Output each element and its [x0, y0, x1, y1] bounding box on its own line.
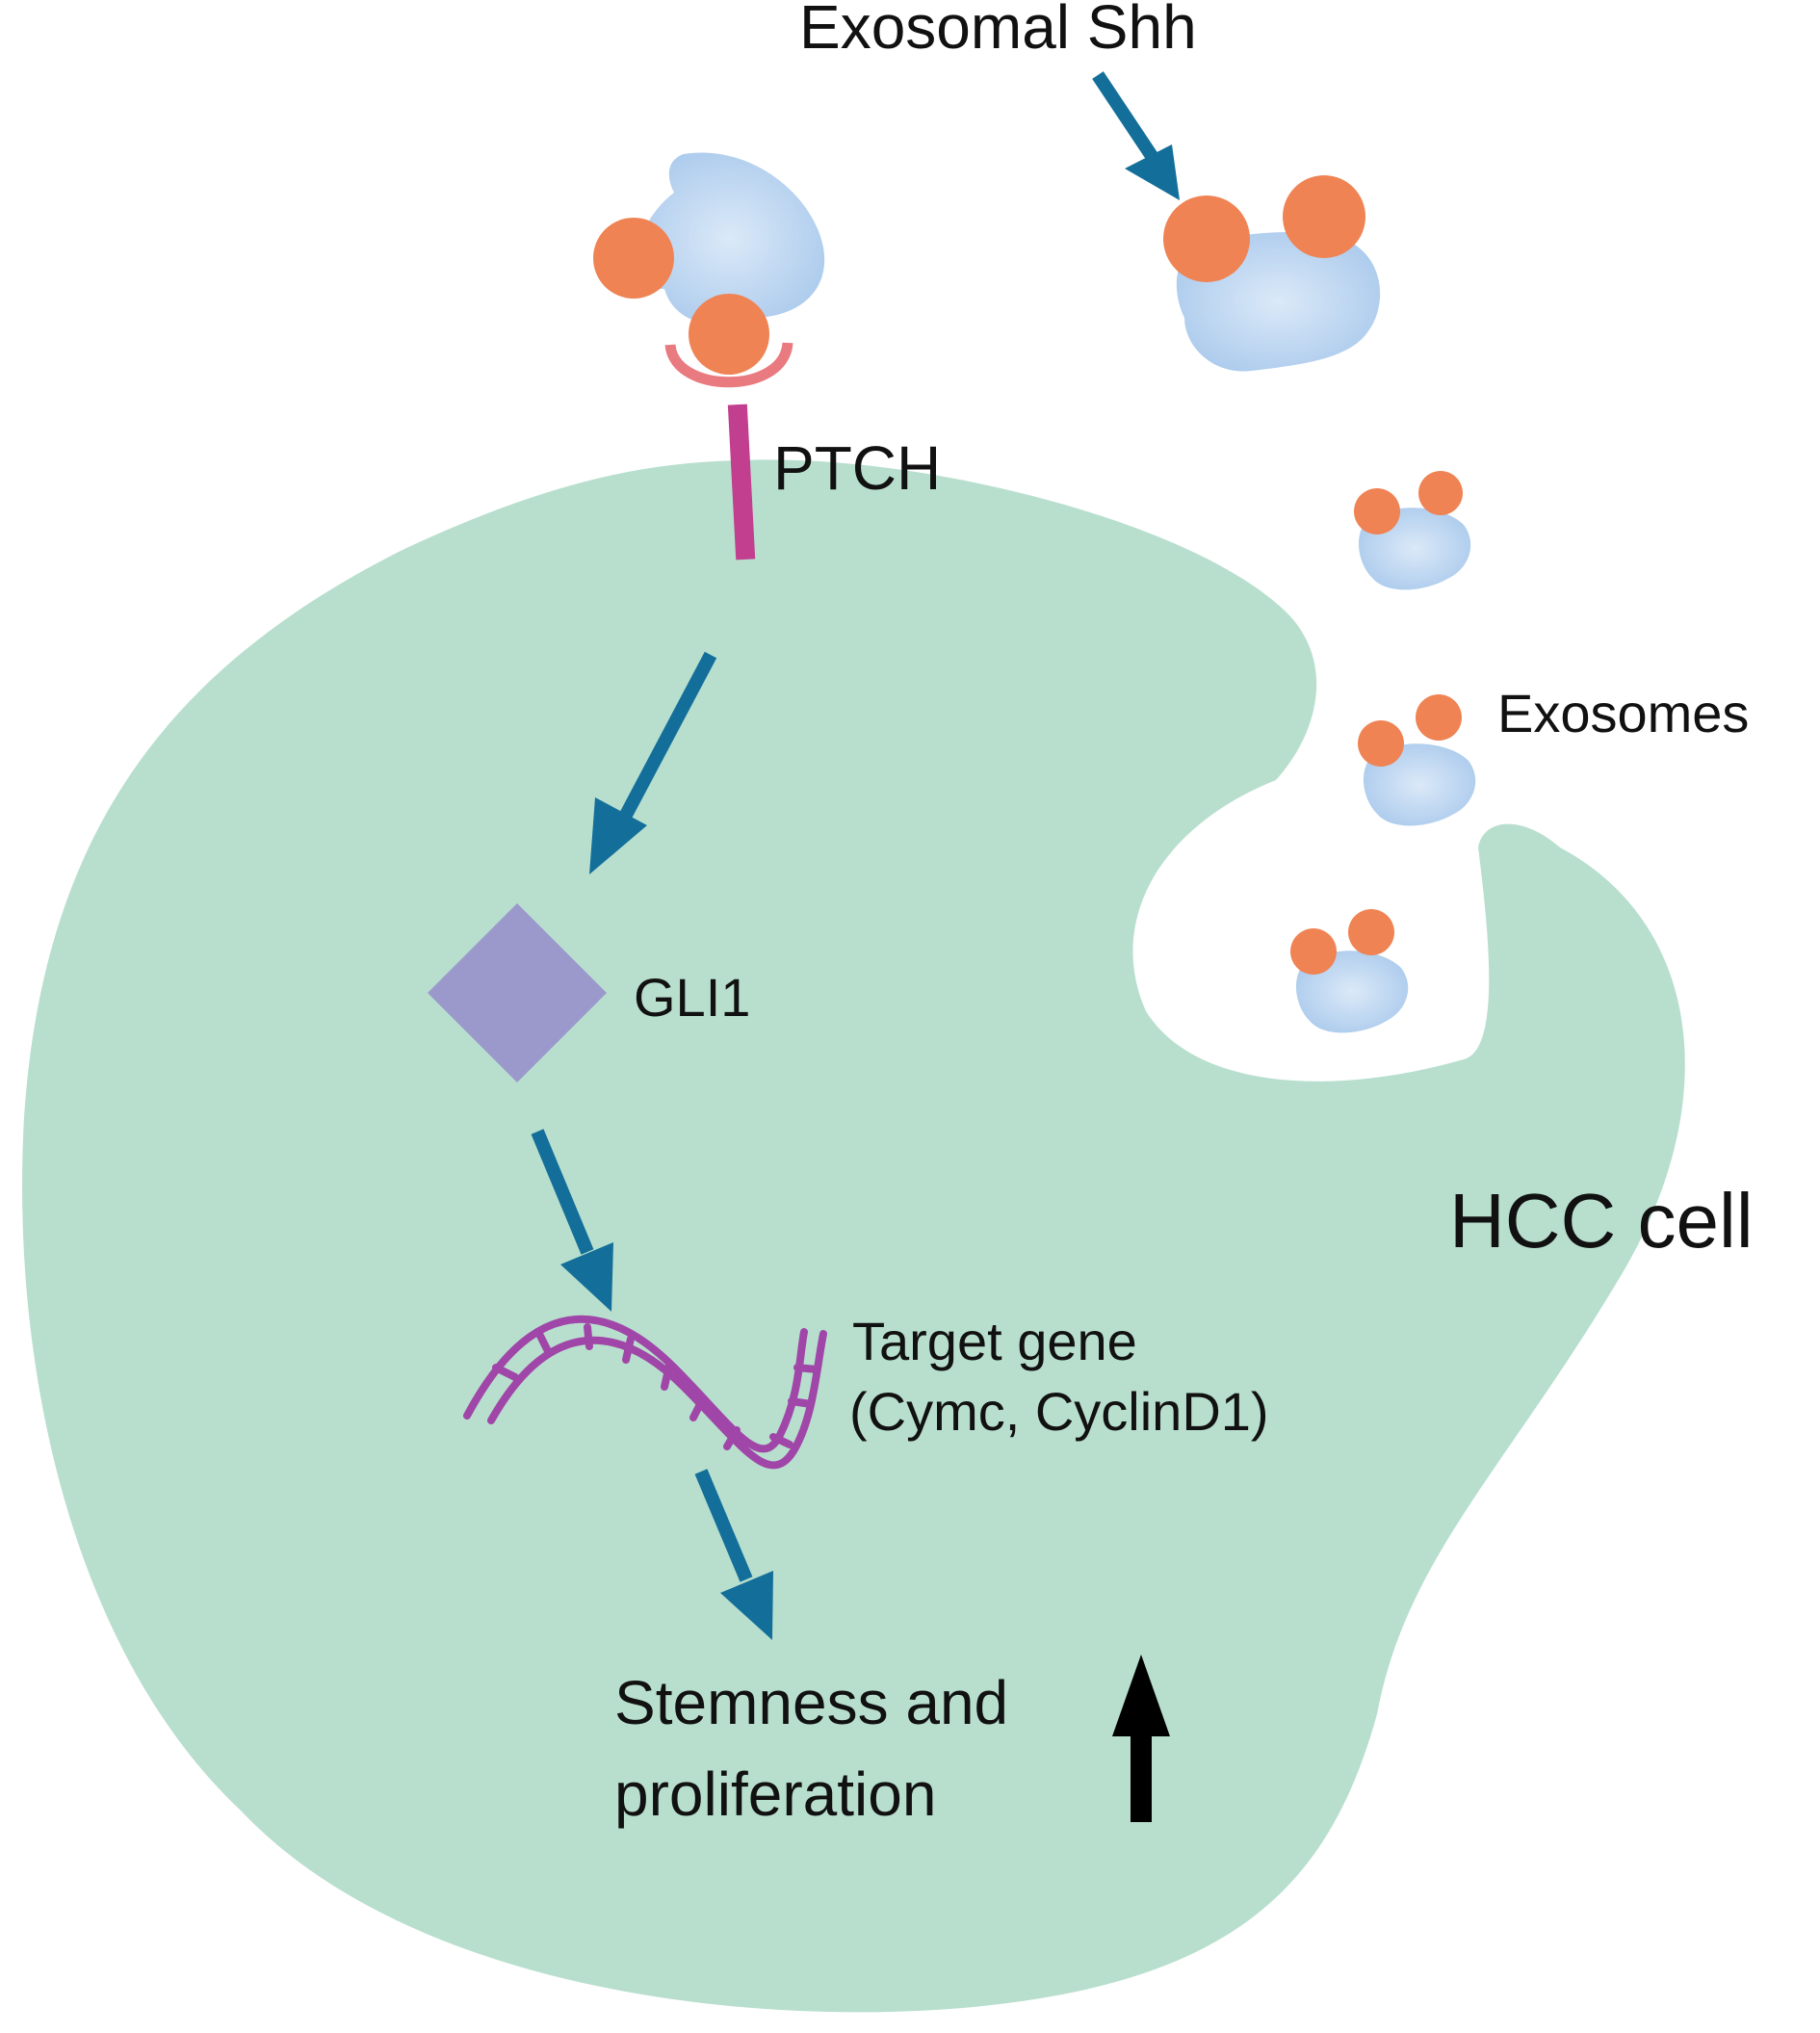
shh-protein [593, 218, 674, 299]
arrow-icon [531, 1129, 613, 1312]
arrow-up-icon [1112, 1655, 1170, 1822]
exosomes-label: Exosomes [1497, 683, 1749, 743]
gli1-protein [428, 903, 607, 1082]
ptch-label: PTCH [773, 433, 941, 503]
outcome-label-line2: proliferation [614, 1759, 936, 1829]
gli1-label: GLI1 [634, 967, 750, 1028]
arrow-icon [1092, 71, 1180, 200]
arrow-icon [589, 651, 717, 874]
shh-protein [1163, 195, 1250, 282]
shh-protein [1283, 175, 1365, 258]
hcc-cell-label: HCC cell [1449, 1178, 1754, 1264]
exosome-large-receptor [636, 152, 825, 325]
exosome-small [1354, 471, 1471, 590]
exosomal-shh-label: Exosomal Shh [799, 0, 1197, 62]
target-gene-examples-label: (Cymc, CyclinD1) [849, 1381, 1269, 1442]
ptch-receptor-stem [727, 404, 756, 560]
exosome-small [1358, 694, 1476, 826]
outcome-label-line1: Stemness and [614, 1668, 1008, 1737]
arrow-icon [694, 1469, 773, 1640]
hcc-cell-body [22, 459, 1685, 2013]
shh-protein [689, 294, 769, 375]
dna-target-gene [463, 1315, 827, 1470]
exosome-small [1290, 909, 1409, 1033]
target-gene-label: Target gene [852, 1311, 1137, 1371]
ptch-receptor-cup [664, 342, 793, 388]
